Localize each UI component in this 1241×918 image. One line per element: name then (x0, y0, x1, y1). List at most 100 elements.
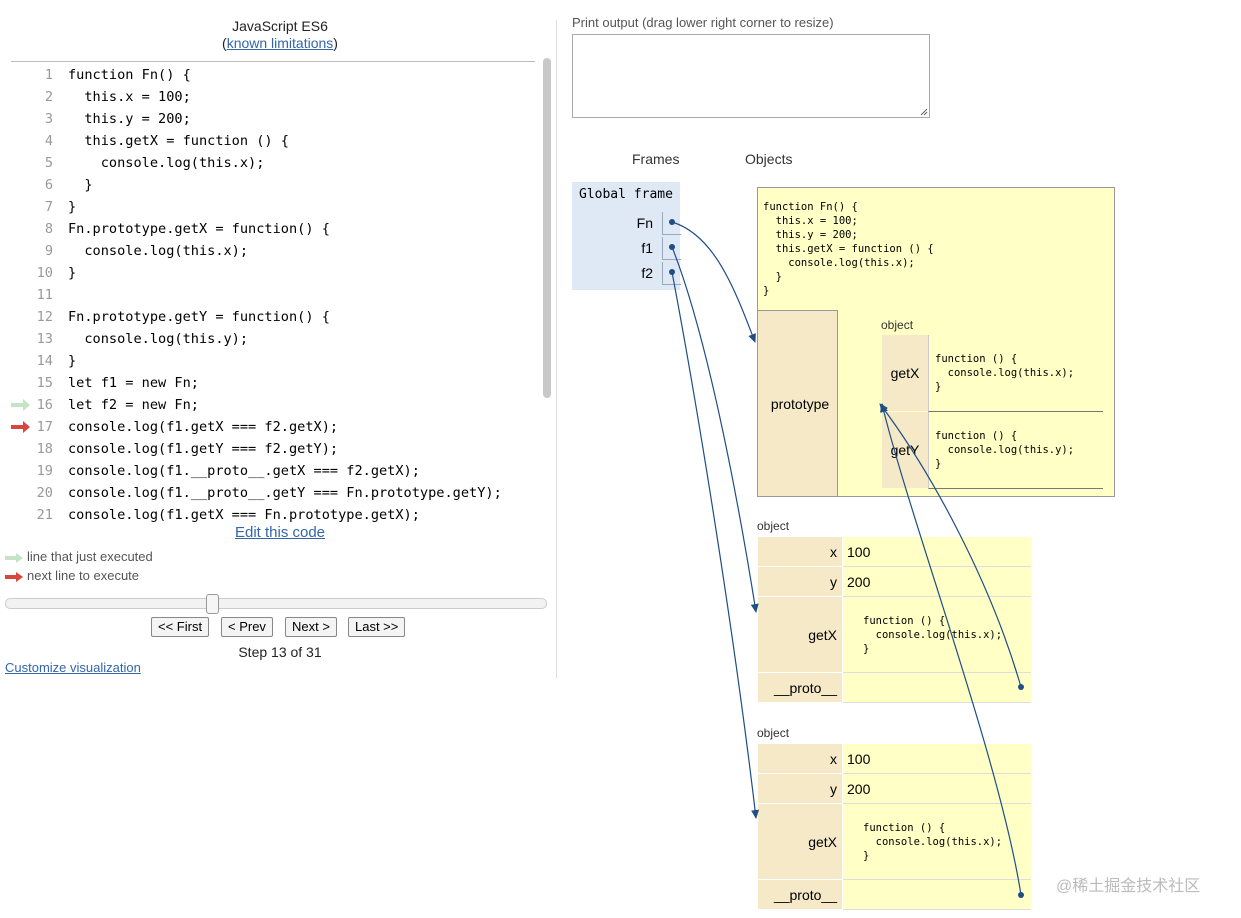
line-source: console.log(f1.getX === Fn.prototype.get… (68, 507, 420, 523)
line-source: this.getX = function () { (68, 133, 289, 149)
step-counter: Step 13 of 31 (238, 644, 322, 660)
proto-gety-key: getY (882, 412, 928, 488)
line-source: console.log(this.x); (68, 155, 265, 171)
line-source: this.x = 100; (68, 89, 191, 105)
line-source: Fn.prototype.getY = function() { (68, 309, 330, 325)
red-arrow-icon (5, 571, 23, 582)
proto-getx-key: getX (882, 335, 928, 411)
line-number: 4 (44, 133, 53, 149)
f2-proto-value (843, 880, 1031, 910)
line-number: 17 (36, 419, 53, 435)
f1-object-label: object (757, 519, 790, 533)
line-number: 8 (44, 221, 53, 237)
last-button[interactable]: Last >> (348, 617, 406, 637)
line-number: 2 (44, 89, 53, 105)
line-source: let f2 = new Fn; (68, 397, 199, 413)
line-source: console.log(f1.__proto__.getX === f2.get… (68, 463, 420, 479)
f1-y-key: y (758, 567, 842, 597)
line-number: 20 (36, 485, 53, 501)
resize-handle-icon[interactable] (920, 108, 928, 116)
line-source: console.log(f1.getY === f2.getY); (68, 441, 339, 457)
watermark: @稀土掘金技术社区 (1056, 878, 1201, 895)
var-f2-pointer (662, 262, 681, 285)
line-number: 19 (36, 463, 53, 479)
paren-close: ) (333, 35, 338, 51)
line-source: console.log(this.y); (68, 331, 249, 347)
line-number: 15 (36, 375, 53, 391)
limitations-line: (known limitations) (0, 35, 560, 52)
f1-proto-value (843, 673, 1031, 703)
line-number: 10 (36, 265, 53, 281)
line-number: 13 (36, 331, 53, 347)
f2-proto-key: __proto__ (758, 880, 842, 910)
first-button[interactable]: << First (151, 617, 210, 637)
legend-just-executed: line that just executed (5, 549, 153, 564)
f2-getx-key: getX (758, 804, 842, 880)
line-source: } (68, 353, 77, 369)
f2-y-key: y (758, 774, 842, 804)
known-limitations-link[interactable]: known limitations (226, 35, 334, 51)
line-number: 12 (36, 309, 53, 325)
f1-x-value: 100 (843, 537, 1031, 567)
f1-getx-source: function () { console.log(this.x); } (863, 615, 1003, 655)
line-source: console.log(f1.__proto__.getY === Fn.pro… (68, 485, 502, 501)
var-f1-pointer (662, 237, 681, 260)
language-title: JavaScript ES6 (232, 18, 328, 34)
proto-getx-value: function () { console.log(this.x); } (928, 335, 1103, 412)
fn-source-code: function Fn() { this.x = 100; this.y = 2… (763, 201, 934, 297)
prototype-key-cell (758, 310, 838, 496)
proto-gety-source: function () { console.log(this.y); } (935, 430, 1075, 470)
line-number: 16 (36, 397, 53, 413)
line-source: } (68, 199, 77, 215)
f1-y-value: 200 (843, 567, 1031, 597)
executed-line-arrow-icon (11, 399, 30, 411)
line-number: 18 (36, 441, 53, 457)
line-number: 7 (44, 199, 53, 215)
legend-next-line: next line to execute (5, 568, 139, 583)
step-slider[interactable] (5, 598, 547, 609)
line-source: this.y = 200; (68, 111, 191, 127)
line-source: } (68, 265, 77, 281)
var-f2-name: f2 (641, 265, 653, 281)
line-number: 21 (36, 507, 53, 523)
line-source: } (68, 177, 93, 193)
line-number: 1 (44, 67, 53, 83)
code-scrollbar[interactable] (543, 58, 551, 398)
line-number: 11 (36, 287, 53, 303)
f2-x-value: 100 (843, 744, 1031, 774)
var-fn-name: Fn (636, 215, 653, 231)
f1-pointer-arrow (671, 246, 759, 613)
f2-getx-source: function () { console.log(this.x); } (863, 822, 1003, 862)
line-source: console.log(f1.getX === f2.getX); (68, 419, 339, 435)
f2-object-label: object (757, 726, 790, 740)
line-number: 6 (44, 177, 53, 193)
fn-pointer-arrow (671, 221, 756, 343)
step-slider-handle[interactable] (206, 594, 219, 614)
edit-code-link[interactable]: Edit this code (234, 524, 326, 541)
print-output-box[interactable] (572, 34, 930, 118)
f1-getx-key: getX (758, 597, 842, 673)
f1-x-key: x (758, 537, 842, 567)
customize-visualization-link[interactable]: Customize visualization (5, 660, 141, 675)
f2-getx-value: function () { console.log(this.x); } (843, 804, 1031, 880)
pane-divider (556, 20, 557, 678)
line-source: Fn.prototype.getX = function() { (68, 221, 330, 237)
language-header: JavaScript ES6 (known limitations) (0, 18, 560, 52)
next-button[interactable]: Next > (285, 617, 337, 637)
next-line-arrow-icon (11, 421, 30, 433)
f1-proto-key: __proto__ (758, 673, 842, 703)
line-number: 14 (36, 353, 53, 369)
green-arrow-icon (5, 552, 23, 563)
legend-just-executed-label: line that just executed (27, 549, 153, 564)
objects-heading: Objects (745, 151, 793, 167)
f1-getx-value: function () { console.log(this.x); } (843, 597, 1031, 673)
prev-button[interactable]: < Prev (221, 617, 273, 637)
f2-pointer-arrow (671, 271, 760, 819)
code-divider (11, 61, 535, 62)
var-fn-pointer (662, 212, 681, 235)
prototype-key: prototype (770, 396, 830, 412)
frames-heading: Frames (632, 151, 680, 167)
f2-y-value: 200 (843, 774, 1031, 804)
f2-x-key: x (758, 744, 842, 774)
